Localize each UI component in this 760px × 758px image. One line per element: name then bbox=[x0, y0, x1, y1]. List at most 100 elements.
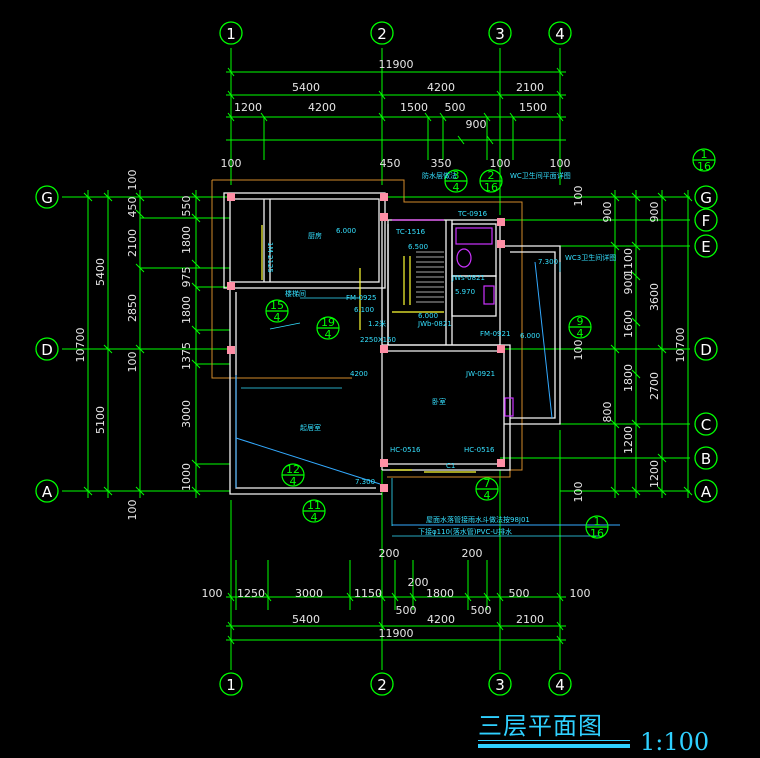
axis-label-1-bottom: 1 bbox=[226, 676, 236, 694]
top-dimension-lines bbox=[226, 67, 566, 160]
dim-right-r1-b: 2700 bbox=[648, 372, 661, 400]
dim-left-r2-a: 450 bbox=[126, 197, 139, 218]
note-4: 4200 bbox=[350, 370, 368, 378]
dim-right-small-a: 100 bbox=[572, 186, 585, 207]
right-dimension-lines bbox=[610, 190, 693, 498]
dim-bot-small-c: 500 bbox=[396, 604, 417, 617]
dim-top-r3-c: 350 bbox=[431, 157, 452, 170]
dim-right-r1-c: 1200 bbox=[648, 460, 661, 488]
walls bbox=[223, 192, 561, 495]
mark-114-a: 11 bbox=[307, 499, 321, 512]
mark-154-b: 4 bbox=[274, 311, 281, 324]
dim-left-small-a: 100 bbox=[126, 170, 139, 191]
mark-216-bot: 16 bbox=[484, 181, 498, 194]
dim-right-r2-a: 900 bbox=[622, 274, 635, 295]
mark-124-a: 12 bbox=[286, 463, 300, 476]
dim-top-r2-a: 1200 bbox=[234, 101, 262, 114]
dim-left-small-b: 100 bbox=[126, 500, 139, 521]
mark-74-a: 7 bbox=[484, 477, 491, 490]
dim-left-r2-d: 100 bbox=[126, 352, 139, 373]
mark-216-top: 2 bbox=[488, 169, 495, 182]
mark-116-bot-b: 16 bbox=[590, 527, 604, 540]
axis-label-3-top: 3 bbox=[495, 25, 505, 43]
mark-34-bot: 4 bbox=[453, 181, 460, 194]
dim-bot-small-a: 200 bbox=[379, 547, 400, 560]
dim-left-r3-b: 1800 bbox=[180, 226, 193, 254]
axis-bubbles-left bbox=[35, 185, 59, 503]
dim-right-r2-e: 800 bbox=[601, 402, 614, 423]
mark-116-top-a: 1 bbox=[701, 148, 708, 161]
axis-bubbles-bottom bbox=[219, 672, 572, 696]
stair bbox=[416, 251, 444, 303]
leader-lines bbox=[241, 262, 600, 537]
axis-label-1-top: 1 bbox=[226, 25, 236, 43]
title-underline bbox=[478, 744, 630, 748]
bottom-dimension-lines bbox=[226, 560, 566, 645]
dim-left-r3-f: 3000 bbox=[180, 400, 193, 428]
mark-116-top-b: 16 bbox=[697, 160, 711, 173]
axis-label-G-left: G bbox=[41, 189, 53, 207]
balcony-outline bbox=[211, 179, 523, 478]
bottom-note-1: 屋面水落管接雨水斗做法按98J01 bbox=[426, 515, 530, 524]
dim-bot-r2-c: 3000 bbox=[295, 587, 323, 600]
axis-label-F-right: F bbox=[702, 212, 711, 230]
dim-right-total: 10700 bbox=[674, 328, 687, 363]
dim-right-r3-c: 100 bbox=[572, 340, 585, 361]
axis-label-G-right: G bbox=[700, 189, 712, 207]
dim-left-r2-c: 2850 bbox=[126, 294, 139, 322]
axis-label-D-right: D bbox=[700, 341, 712, 359]
dim-right-r3-d: 100 bbox=[572, 482, 585, 503]
dim-bot-r1-b: 4200 bbox=[427, 613, 455, 626]
dim-top-r2-b: 4200 bbox=[308, 101, 336, 114]
dim-bot-total: 11900 bbox=[379, 627, 414, 640]
dim-right-r3-a: 900 bbox=[601, 202, 614, 223]
dim-top-r1-c: 2100 bbox=[516, 81, 544, 94]
drawing-title: 三层平面图 bbox=[478, 712, 603, 740]
windows bbox=[261, 219, 476, 473]
door-7: HC-0516 bbox=[390, 446, 421, 454]
door-1: TC-1516 bbox=[395, 228, 426, 236]
dim-bot-r2-b: 1250 bbox=[237, 587, 265, 600]
axis-label-2-bottom: 2 bbox=[377, 676, 387, 694]
dim-top-r2-c: 1500 bbox=[400, 101, 428, 114]
axis-bubbles-right bbox=[694, 185, 718, 503]
axis-label-B-right: B bbox=[701, 450, 711, 468]
elev-1: 6.000 bbox=[336, 227, 356, 235]
dim-left-r3-g: 1000 bbox=[180, 463, 193, 491]
note-2: WC卫生间平面详图 bbox=[510, 171, 571, 180]
dim-top-r2-d: 500 bbox=[445, 101, 466, 114]
dim-top-r3-b: 450 bbox=[380, 157, 401, 170]
bottom-note-2: 下接φ110(落水管)PVC-U排水 bbox=[418, 527, 512, 536]
dim-right-r1-a: 3600 bbox=[648, 283, 661, 311]
dim-right-r2-f: 1200 bbox=[622, 426, 635, 454]
dim-right-r2-b: 1100 bbox=[622, 248, 635, 276]
mark-74-b: 4 bbox=[484, 489, 491, 502]
note-7: 卧室 bbox=[432, 397, 446, 406]
axis-bubbles-top bbox=[219, 21, 572, 45]
dim-left-total: 10700 bbox=[74, 328, 87, 363]
dim-left-r3-c: 975 bbox=[180, 267, 193, 288]
door-4: JWb-0821 bbox=[417, 320, 452, 328]
door-5: FM-0925 bbox=[346, 294, 376, 302]
dim-bot-r2-e: 200 bbox=[408, 576, 429, 589]
door-3: TC-0916 bbox=[457, 210, 488, 218]
left-dimension-lines bbox=[83, 190, 230, 498]
elev-4: 6.000 bbox=[418, 312, 438, 320]
dim-bot-small-d: 500 bbox=[471, 604, 492, 617]
dim-top-total: 11900 bbox=[379, 58, 414, 71]
dim-top-r2-e: 1500 bbox=[519, 101, 547, 114]
axis-label-4-bottom: 4 bbox=[555, 676, 565, 694]
axis-lines bbox=[62, 48, 690, 670]
note-9: 起居室 bbox=[300, 423, 321, 432]
note-5: 2250X150 bbox=[360, 336, 396, 344]
mark-124-b: 4 bbox=[290, 475, 297, 488]
dim-left-r3-e: 1375 bbox=[180, 342, 193, 370]
axis-label-A-left: A bbox=[42, 483, 53, 501]
dim-bot-r2-h: 100 bbox=[570, 587, 591, 600]
mark-114-b: 4 bbox=[311, 511, 318, 524]
columns bbox=[227, 193, 505, 492]
dim-bot-r1-c: 2100 bbox=[516, 613, 544, 626]
door-8: HC-0516 bbox=[464, 446, 495, 454]
elev-2: 6.500 bbox=[408, 243, 428, 251]
note-3: WC3卫生间详图 bbox=[565, 253, 616, 262]
